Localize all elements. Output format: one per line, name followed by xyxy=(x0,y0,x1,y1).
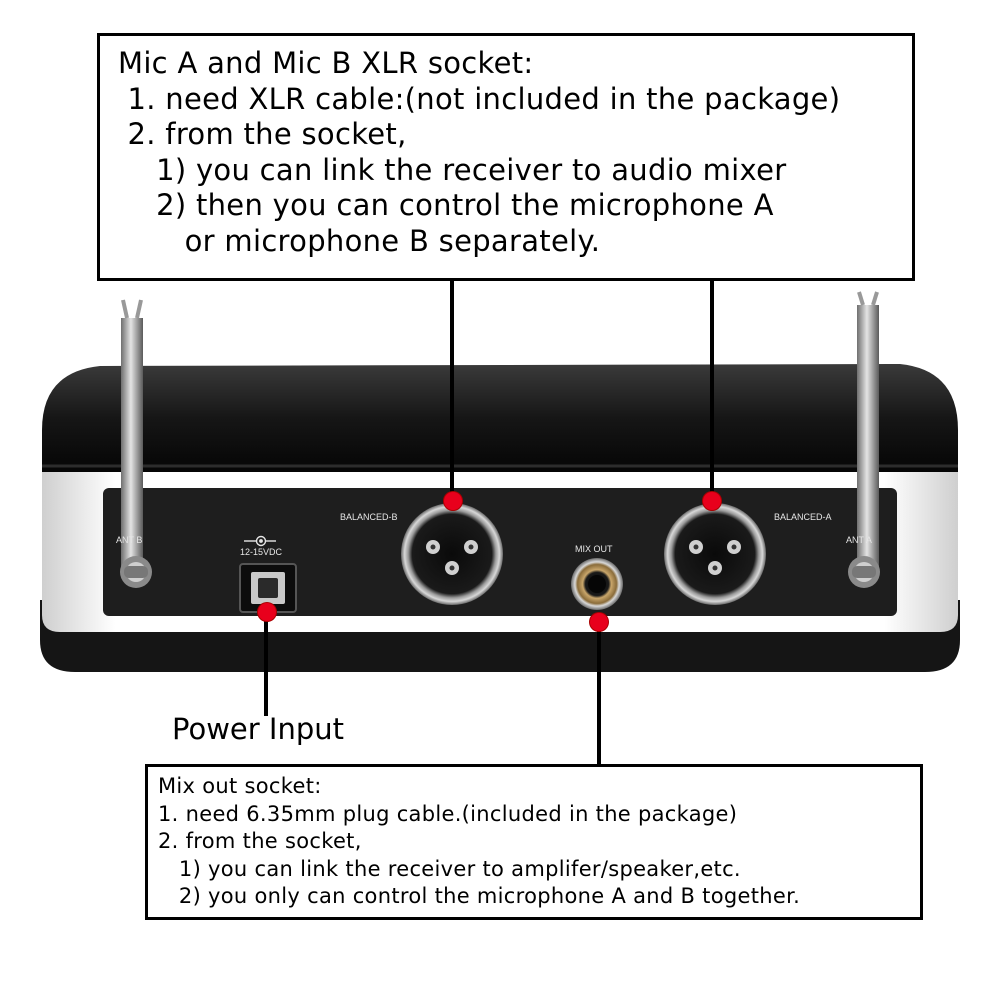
callout-line: 1) you can link the receiver to amplifer… xyxy=(158,856,741,881)
marker-mix-out xyxy=(590,613,608,631)
mix-out-label: MIX OUT xyxy=(575,544,613,554)
power-input-label: Power Input xyxy=(172,712,344,746)
marker-power-jack xyxy=(258,603,276,621)
callout-line: 1) you can link the receiver to audio mi… xyxy=(118,152,787,187)
dc-polarity-icon xyxy=(244,535,276,547)
callout-line: or microphone B separately. xyxy=(118,223,601,258)
leader-line-mix-out xyxy=(597,622,601,764)
callout-line: 2. from the socket, xyxy=(158,829,362,853)
xlr-socket-b xyxy=(401,503,503,605)
xlr-socket-a xyxy=(664,503,766,605)
leader-line-socket-b xyxy=(450,281,454,500)
callout-heading: Mix out socket: xyxy=(158,774,322,798)
callout-heading: Mic A and Mic B XLR socket: xyxy=(118,46,534,80)
device-lid xyxy=(42,364,958,472)
callout-line: 1. need 6.35mm plug cable.(included in t… xyxy=(158,801,738,826)
callout-line: 2) then you can control the microphone A xyxy=(118,188,774,222)
xlr-socket-callout: Mic A and Mic B XLR socket: 1. need XLR … xyxy=(97,33,915,281)
antenna-b xyxy=(120,299,152,588)
marker-socket-a xyxy=(703,492,721,510)
callout-line: 2) you only can control the microphone A… xyxy=(158,884,801,908)
marker-socket-b xyxy=(444,492,462,510)
callout-line: 2. from the socket, xyxy=(118,117,407,151)
leader-line-power xyxy=(264,612,268,716)
leader-line-socket-a xyxy=(710,281,714,500)
power-jack xyxy=(239,563,297,613)
mix-out-jack xyxy=(571,558,623,610)
callout-line: 1. need XLR cable:(not included in the p… xyxy=(118,81,841,116)
antenna-a xyxy=(848,291,880,588)
antenna-a-label: ANT A xyxy=(846,535,872,545)
antenna-b-label: ANT B xyxy=(116,535,142,545)
balanced-a-label: BALANCED-A xyxy=(774,512,832,522)
mix-out-callout: Mix out socket: 1. need 6.35mm plug cabl… xyxy=(145,764,923,920)
balanced-b-label: BALANCED-B xyxy=(340,512,398,522)
power-rating-label: 12-15VDC xyxy=(240,547,283,557)
